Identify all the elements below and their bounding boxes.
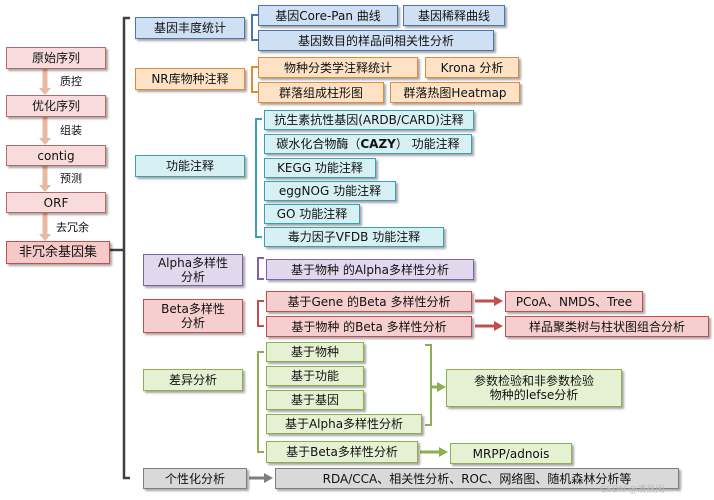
function-go: GO 功能注释 xyxy=(264,204,360,224)
abundance-core-pan: 基因Core-Pan 曲线 xyxy=(258,5,398,26)
diff-beta: 基于Beta多样性分析 xyxy=(266,441,418,463)
category-function-annotation: 功能注释 xyxy=(135,155,245,177)
beta-cluster-bar: 样品聚类树与柱状图组合分析 xyxy=(505,316,709,337)
diff-alpha: 基于Alpha多样性分析 xyxy=(266,414,422,434)
category-differential-analysis: 差异分析 xyxy=(143,369,243,391)
beta-species-based: 基于物种 的Beta 多样性分析 xyxy=(266,316,472,337)
diff-gene: 基于基因 xyxy=(266,390,364,410)
category-nr-annotation: NR库物种注释 xyxy=(135,68,245,90)
function-eggnog: eggNOG 功能注释 xyxy=(264,181,396,201)
diff-species: 基于物种 xyxy=(266,342,364,362)
personal-analysis-list: RDA/CCA、相关性分析、ROC、网络图、随机森林分析等 xyxy=(275,468,679,489)
arrow-label-assembly: 组装 xyxy=(60,124,82,137)
step-clean-reads: 优化序列 xyxy=(6,95,106,117)
category-personalized-analysis: 个性化分析 xyxy=(143,468,247,489)
step-nonredundant-gene-set: 非冗余基因集 xyxy=(6,241,110,264)
nr-heatmap: 群落热图Heatmap xyxy=(390,82,520,103)
nr-barplot: 群落组成柱形图 xyxy=(258,82,384,103)
step-orf: ORF xyxy=(6,192,106,213)
diff-statistical-tests: 参数检验和非参数检验 物种的lefse分析 xyxy=(446,369,622,407)
function-kegg: KEGG 功能注释 xyxy=(264,158,376,178)
abundance-correlation: 基因数目的样品间相关性分析 xyxy=(258,30,494,51)
nr-taxonomy-stats: 物种分类学注释统计 xyxy=(258,57,418,78)
function-cazy: 碳水化合物酶（CAZY） 功能注释 xyxy=(264,134,472,154)
arrow-label-qc: 质控 xyxy=(60,75,82,88)
alpha-species-based: 基于物种 的Alpha多样性分析 xyxy=(266,259,474,280)
arrow-label-predict: 预测 xyxy=(60,172,82,185)
step-raw-reads: 原始序列 xyxy=(6,47,106,69)
beta-pcoa-nmds-tree: PCoA、NMDS、Tree xyxy=(505,291,643,312)
beta-gene-based: 基于Gene 的Beta 多样性分析 xyxy=(266,291,472,312)
arrow-label-dedup: 去冗余 xyxy=(56,221,89,234)
category-alpha-diversity: Alpha多样性 分析 xyxy=(143,254,243,286)
function-ardb-card: 抗生素抗性基因(ARDB/CARD)注释 xyxy=(264,110,474,130)
nr-krona: Krona 分析 xyxy=(425,57,519,78)
abundance-rarefaction: 基因稀释曲线 xyxy=(403,5,505,26)
category-gene-abundance: 基因丰度统计 xyxy=(135,17,245,39)
category-beta-diversity: Beta多样性 分析 xyxy=(143,299,243,333)
diff-function: 基于功能 xyxy=(266,366,364,386)
watermark: CSDN @凑热闹 xyxy=(600,485,665,495)
step-contig: contig xyxy=(6,145,106,166)
function-vfdb: 毒力因子VFDB 功能注释 xyxy=(264,227,444,247)
main-bracket xyxy=(122,16,130,480)
diff-mrpp-adonis: MRPP/adnois xyxy=(450,443,572,464)
